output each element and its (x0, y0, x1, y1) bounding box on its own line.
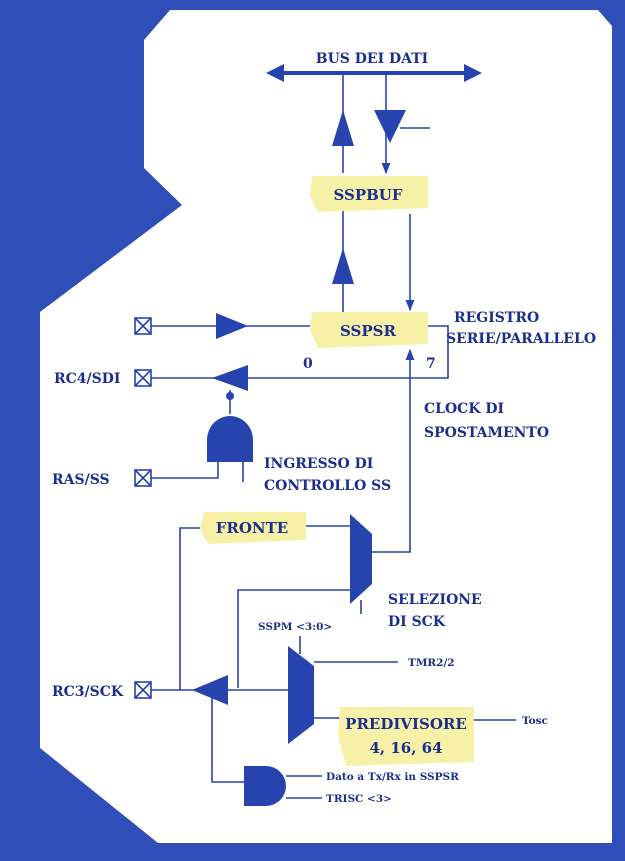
sdi-buffer-icon (212, 365, 248, 391)
sck-pin (134, 675, 288, 705)
and-input-tris: TRISC <3> (326, 793, 392, 805)
edge-label: FRONTE (216, 519, 289, 537)
prescaler-label-1: PREDIVISORE (345, 715, 467, 733)
osc-label: Tosc (522, 715, 548, 727)
write-buffer-path (374, 73, 430, 175)
ss-and-gate (134, 390, 253, 487)
buffer-up-icon-2 (332, 248, 354, 284)
tristate-buffer-icon (374, 110, 406, 143)
sspsr-block: SSPSR (310, 312, 428, 348)
sck-select-2: DI SCK (388, 614, 446, 630)
serial-in-pin (134, 313, 310, 339)
prescaler-label-2: 4, 16, 64 (369, 739, 442, 757)
sspsr-label: SSPSR (340, 322, 396, 340)
sdi-pin-label: RC4/SDI (54, 371, 120, 387)
sck-select-mux (350, 514, 372, 604)
ss-control-1: INGRESSO DI (264, 456, 373, 472)
ss-pin-label: RAS/SS (52, 472, 110, 488)
ss-control-2: CONTROLLO SS (264, 478, 391, 494)
bit-0-label: 0 (303, 356, 313, 372)
sspsr-desc-1: REGISTRO (454, 310, 539, 326)
sdi-path (134, 325, 449, 391)
read-buffer-path (332, 73, 354, 312)
sspm-mux (288, 636, 314, 744)
bit-7-label: 7 (426, 356, 436, 372)
input-buffer-icon (216, 313, 248, 339)
output-and-gate (211, 690, 322, 806)
data-bus (266, 64, 482, 82)
sspm-label: SSPM <3:0> (258, 621, 332, 633)
tmr-label: TMR2/2 (408, 657, 455, 669)
prescaler-block: PREDIVISORE 4, 16, 64 (338, 707, 474, 766)
clock-label-1: CLOCK DI (424, 401, 504, 417)
diagram-background (40, 10, 612, 843)
sspsr-desc-2: SERIE/PARALLELO (446, 331, 596, 347)
clock-label-2: SPOSTAMENTO (424, 425, 549, 441)
sck-select-1: SELEZIONE (388, 592, 482, 608)
sspbuf-block: SSPBUF (310, 176, 428, 212)
buffer-up-icon (332, 110, 354, 146)
and-input-data: Dato a Tx/Rx in SSPSR (326, 771, 459, 783)
sspbuf-label: SSPBUF (333, 186, 402, 204)
edge-block: FRONTE (200, 512, 306, 544)
sck-buffer-icon (192, 675, 228, 705)
data-bus-label: BUS DEI DATI (316, 51, 428, 67)
sck-pin-label: RC3/SCK (52, 684, 124, 700)
